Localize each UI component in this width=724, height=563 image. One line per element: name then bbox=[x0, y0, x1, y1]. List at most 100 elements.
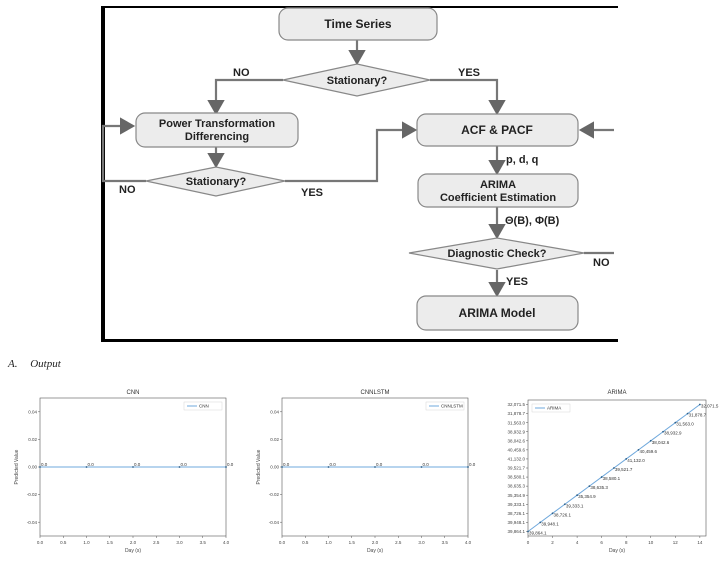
data-label: 38,635.3 bbox=[590, 485, 608, 490]
data-label: 0.0 bbox=[423, 462, 430, 467]
chart-title: CNN bbox=[127, 390, 140, 396]
legend-label: CNN bbox=[199, 404, 209, 409]
section-heading: A. Output bbox=[8, 358, 61, 370]
data-label: 31,878.7 bbox=[689, 413, 707, 418]
svg-text:Stationary?: Stationary? bbox=[327, 75, 388, 87]
y-tick-label: 41,132.0 bbox=[507, 457, 525, 462]
data-point bbox=[527, 530, 529, 533]
x-tick-label: 0.5 bbox=[60, 540, 67, 545]
y-tick-label: 0.02 bbox=[28, 437, 37, 442]
y-tick-label: -0.02 bbox=[269, 492, 280, 497]
y-tick-label: 0.00 bbox=[28, 465, 37, 470]
data-label: 0.0 bbox=[41, 462, 48, 467]
data-point bbox=[686, 412, 689, 415]
data-point bbox=[467, 466, 469, 468]
y-tick-label: -0.02 bbox=[27, 492, 38, 497]
label-no-3: NO bbox=[593, 257, 610, 269]
x-tick-label: 2 bbox=[551, 540, 554, 545]
x-tick-label: 1.0 bbox=[325, 540, 332, 545]
data-label: 38,932.9 bbox=[664, 431, 682, 436]
x-tick-label: 3.0 bbox=[176, 540, 183, 545]
decision-stationary-1: Stationary? bbox=[282, 63, 431, 97]
svg-text:Time Series: Time Series bbox=[324, 17, 391, 31]
x-tick-label: 3.5 bbox=[442, 540, 449, 545]
legend-box bbox=[425, 401, 465, 411]
data-label: 35,354.9 bbox=[578, 494, 596, 499]
x-tick-label: 1.5 bbox=[349, 540, 356, 545]
data-point bbox=[576, 494, 579, 497]
label-yes-3: YES bbox=[506, 276, 528, 288]
data-label: 38,580.1 bbox=[603, 476, 621, 481]
y-tick-label: 38,580.1 bbox=[507, 475, 525, 480]
data-label: 0.0 bbox=[181, 462, 188, 467]
x-tick-label: 3.5 bbox=[200, 540, 207, 545]
data-label: 38,042.6 bbox=[652, 440, 670, 445]
x-tick-label: 2.5 bbox=[153, 540, 160, 545]
y-tick-label: 0.04 bbox=[28, 409, 37, 414]
x-tick-label: 0.5 bbox=[302, 540, 309, 545]
y-tick-label: 39,521.7 bbox=[507, 466, 525, 471]
node-time-series: Time Series bbox=[278, 7, 438, 41]
y-tick-label: 38,932.9 bbox=[507, 429, 525, 434]
node-arima-estimation: ARIMA Coefficient Estimation bbox=[417, 173, 579, 208]
label-no-2: NO bbox=[119, 184, 136, 196]
data-label: 38,726.1 bbox=[554, 512, 572, 517]
data-point bbox=[420, 466, 423, 468]
legend-label: ARIMA bbox=[547, 406, 561, 411]
data-label: 39,948.1 bbox=[541, 521, 559, 526]
y-tick-label: 38,726.1 bbox=[507, 511, 525, 516]
plot-frame bbox=[527, 399, 707, 537]
y-tick-label: 39,333.1 bbox=[507, 502, 525, 507]
data-point bbox=[85, 466, 88, 468]
data-point bbox=[39, 466, 41, 468]
data-label: 0.0 bbox=[469, 462, 476, 467]
data-point bbox=[178, 466, 181, 468]
svg-text:Differencing: Differencing bbox=[185, 131, 249, 143]
legend-label: CNNLSTM bbox=[441, 404, 463, 409]
legend: ARIMA bbox=[531, 403, 571, 413]
label-no-1: NO bbox=[233, 67, 250, 79]
node-power-transformation: Power Transformation Differencing bbox=[135, 112, 299, 148]
y-tick-label: 40,459.6 bbox=[507, 447, 525, 452]
decision-diagnostic-check: Diagnostic Check? bbox=[408, 237, 585, 270]
x-tick-label: 2.0 bbox=[130, 540, 137, 545]
data-label: 39,333.1 bbox=[566, 503, 584, 508]
data-label: 0.0 bbox=[134, 462, 141, 467]
x-tick-label: 1.0 bbox=[83, 540, 90, 545]
data-point bbox=[374, 466, 376, 468]
section-title: Output bbox=[30, 358, 61, 370]
svg-text:Diagnostic Check?: Diagnostic Check? bbox=[447, 248, 546, 260]
data-point bbox=[662, 430, 664, 433]
label-yes-2: YES bbox=[301, 187, 323, 199]
data-label: 41,132.0 bbox=[627, 458, 645, 463]
data-label: 39,521.7 bbox=[615, 467, 633, 472]
y-tick-label: -0.04 bbox=[269, 520, 280, 525]
svg-text:ARIMA: ARIMA bbox=[480, 179, 516, 191]
legend: CNNLSTM bbox=[425, 401, 465, 411]
data-point bbox=[539, 521, 542, 524]
data-label: 0.0 bbox=[330, 462, 337, 467]
section-number: A. bbox=[8, 358, 18, 370]
x-tick-label: 2.5 bbox=[395, 540, 402, 545]
y-tick-label: 39,948.1 bbox=[507, 520, 525, 525]
data-label: 40,459.6 bbox=[639, 449, 657, 454]
node-arima-model: ARIMA Model bbox=[416, 295, 579, 331]
x-tick-label: 4.0 bbox=[465, 540, 472, 545]
x-tick-label: 0 bbox=[527, 540, 530, 545]
x-tick-label: 12 bbox=[673, 540, 679, 545]
data-point bbox=[588, 485, 591, 488]
x-axis-label: Day (s) bbox=[367, 548, 383, 554]
data-point bbox=[698, 403, 701, 406]
x-tick-label: 4 bbox=[576, 540, 579, 545]
data-point bbox=[563, 503, 566, 506]
x-tick-label: 6 bbox=[600, 540, 603, 545]
data-point bbox=[225, 466, 227, 468]
data-point bbox=[637, 448, 640, 451]
data-point bbox=[600, 476, 603, 478]
svg-text:ACF & PACF: ACF & PACF bbox=[461, 123, 533, 137]
y-axis-label: Predicted Value bbox=[256, 449, 262, 484]
data-point bbox=[625, 458, 628, 460]
